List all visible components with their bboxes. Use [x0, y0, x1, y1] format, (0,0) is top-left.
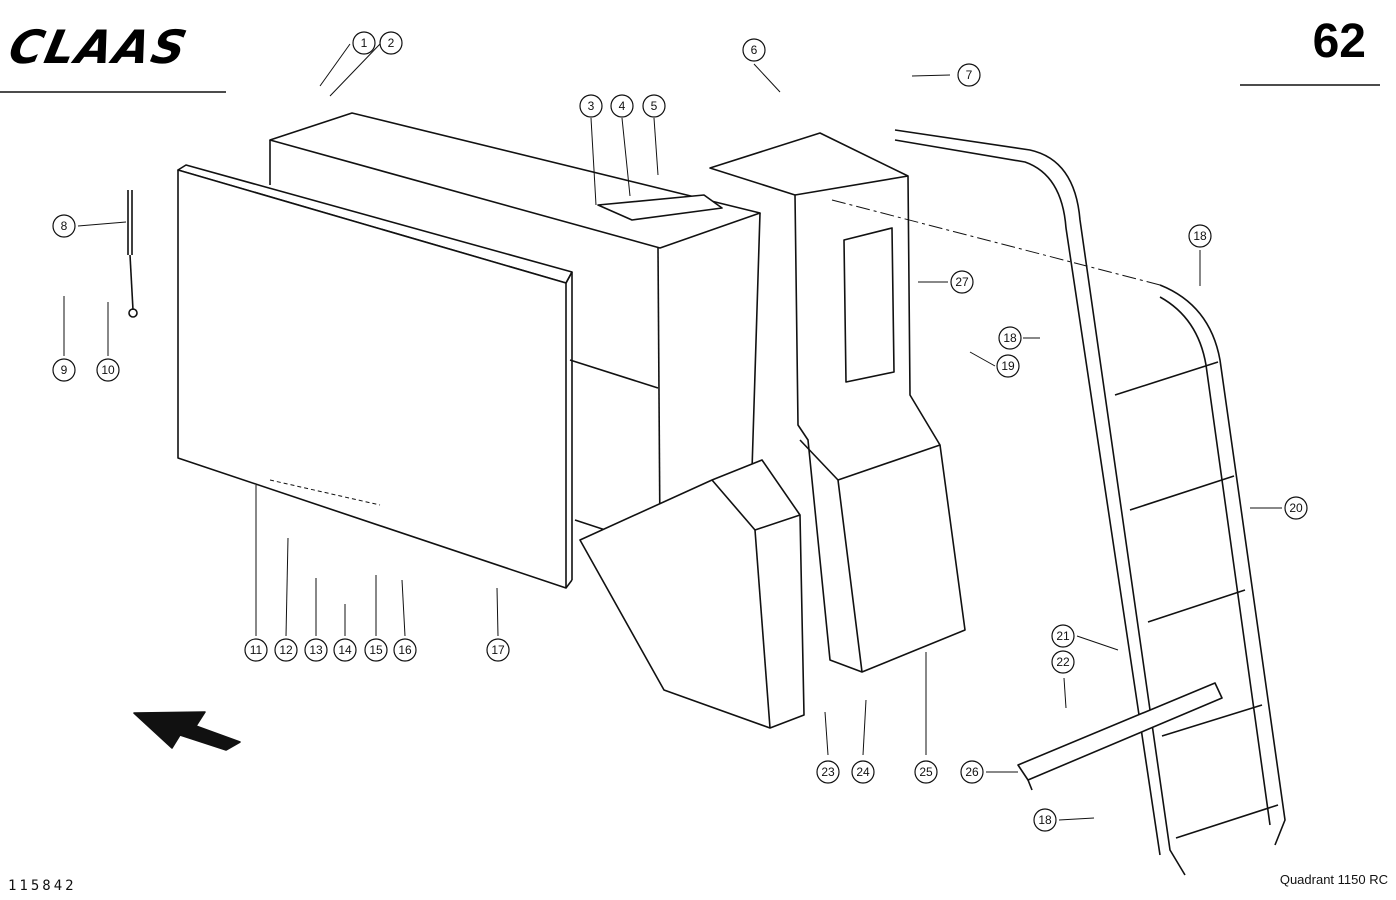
- gas-strut: [127, 190, 138, 318]
- drawing-number: 115842: [8, 878, 77, 894]
- ladder: [894, 129, 1286, 876]
- callout-21: 21: [1056, 629, 1070, 643]
- callout-22: 22: [1056, 655, 1070, 669]
- callout-18-lower: 18: [1038, 813, 1052, 827]
- callout-circles: [52, 31, 1308, 832]
- callout-3: 3: [588, 99, 595, 113]
- leader-lines: [63, 43, 1282, 821]
- callout-18-middle: 18: [1003, 331, 1017, 345]
- chute-part: [579, 459, 805, 729]
- callout-27: 27: [955, 275, 969, 289]
- front-panel: [177, 164, 573, 589]
- callout-2: 2: [388, 36, 395, 50]
- model-name: Quadrant 1150 RC: [1279, 872, 1388, 887]
- callout-6: 6: [751, 43, 758, 57]
- callout-19: 19: [1001, 359, 1015, 373]
- callout-23: 23: [821, 765, 835, 779]
- callout-7: 7: [966, 68, 973, 82]
- callout-16: 16: [398, 643, 412, 657]
- callout-24: 24: [856, 765, 870, 779]
- callout-18-upper: 18: [1193, 229, 1207, 243]
- callout-17: 17: [491, 643, 505, 657]
- callout-20: 20: [1289, 501, 1303, 515]
- callout-14: 14: [338, 643, 352, 657]
- callout-4: 4: [619, 99, 626, 113]
- callout-8: 8: [61, 219, 68, 233]
- callout-9: 9: [61, 363, 68, 377]
- callout-13: 13: [309, 643, 323, 657]
- callout-11: 11: [250, 643, 263, 657]
- mounting-bracket: [1017, 682, 1223, 791]
- upright-cover: [709, 132, 966, 673]
- page-number: 62: [1312, 15, 1366, 68]
- direction-arrow: [133, 711, 241, 751]
- callout-25: 25: [919, 765, 933, 779]
- callout-1: 1: [361, 36, 368, 50]
- callout-10: 10: [101, 363, 115, 377]
- callout-5: 5: [651, 99, 658, 113]
- callout-26: 26: [965, 765, 979, 779]
- callout-15: 15: [369, 643, 383, 657]
- callout-12: 12: [279, 643, 293, 657]
